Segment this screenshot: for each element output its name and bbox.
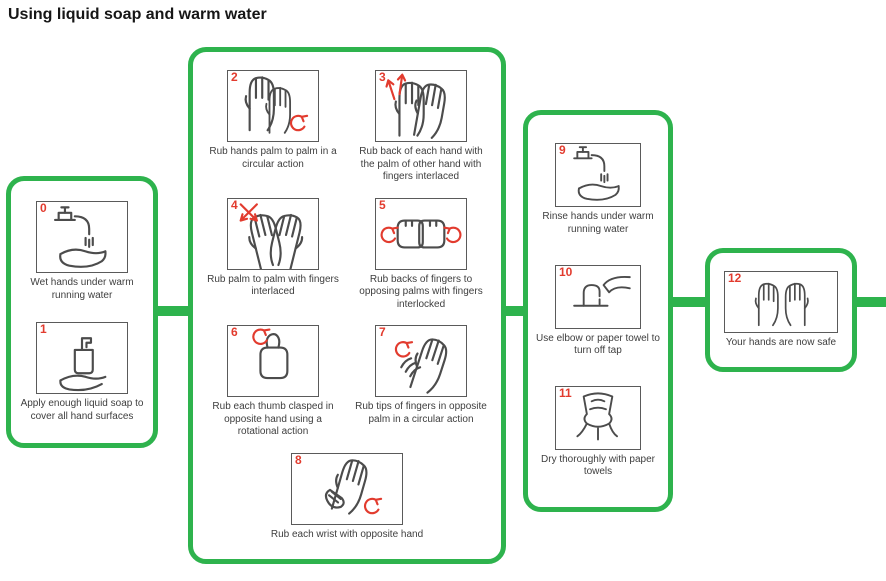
wash-row-4: 8 Rub each wrist with opposite hand (193, 452, 501, 542)
step-number: 7 (379, 325, 386, 339)
step-caption: Rub each wrist with opposite hand (270, 528, 424, 540)
step-6-figure: 6 (227, 325, 319, 397)
step-0-figure: 0 (36, 201, 128, 273)
step-number: 5 (379, 197, 386, 212)
step-number: 11 (559, 385, 572, 400)
panel-prepare: 0 Wet hands under warm running water 1 (6, 176, 158, 448)
rinse-hands-icon (573, 146, 620, 201)
rub-palms-icon (244, 76, 309, 134)
step-4-figure: 4 (227, 197, 319, 271)
wash-row-3: 6 Rub each thumb clasped in opposite han… (193, 325, 501, 439)
connector-prep-wash (152, 306, 192, 316)
step-11-figure: 11 (555, 385, 641, 450)
step-caption: Rub backs of fingers to opposing palms w… (359, 273, 483, 310)
panel-rinse-dry: 9 Rinse hands under warm running water 1… (523, 110, 673, 512)
step-11: 11 Dry thoroughly with paper towels (535, 385, 661, 479)
step-caption: Use elbow or paper towel to turn off tap (536, 332, 660, 357)
step-caption: Rub each thumb clasped in opposite hand … (212, 401, 334, 437)
step-caption: Your hands are now safe (725, 336, 837, 348)
wash-row-1: 2 Rub hands palm to palm in a circular a… (193, 70, 501, 184)
back-of-hands-icon (383, 73, 449, 141)
step-2: 2 Rub hands palm to palm in a circular a… (205, 70, 341, 171)
step-number: 10 (559, 264, 573, 279)
step-7: 7 Rub tips of fingers in opposite palm i… (353, 325, 489, 426)
step-9-figure: 9 (555, 143, 641, 208)
panel-done: 12 Your hands are now safe (705, 248, 857, 372)
wash-row-2: 4 Rub palm to palm with fingers interlac… (193, 197, 501, 312)
step-12-figure: 12 (724, 270, 838, 333)
step-0: 0 Wet hands under warm running water (15, 201, 149, 302)
step-3-figure: 3 (375, 70, 467, 142)
step-number: 0 (40, 201, 47, 215)
fingers-interlaced-icon (239, 202, 309, 271)
step-number: 9 (559, 143, 566, 158)
step-1-figure: 1 (36, 322, 128, 394)
step-10: 10 Use elbow or paper towel to turn off … (535, 264, 661, 358)
step-2-figure: 2 (227, 70, 319, 142)
wrist-rub-icon (324, 454, 383, 516)
step-5-figure: 5 (375, 197, 467, 270)
connector-rinse-done (669, 297, 709, 307)
step-caption: Wet hands under warm running water (30, 277, 134, 301)
step-number: 2 (231, 70, 238, 84)
step-caption: Dry thoroughly with paper towels (541, 453, 655, 478)
step-3: 3 Rub back of each hand with the palm of… (353, 70, 489, 184)
connector-done-edge (853, 297, 886, 307)
step-9: 9 Rinse hands under warm running water (535, 143, 661, 236)
step-caption: Rub hands palm to palm in a circular act… (209, 146, 337, 170)
soap-dispenser-icon (59, 337, 107, 392)
thumb-rub-icon (252, 328, 289, 380)
step-number: 1 (40, 322, 47, 336)
elbow-tap-icon (573, 275, 631, 307)
step-caption: Rub palm to palm with fingers interlaced (207, 273, 339, 298)
fingertips-icon (394, 334, 451, 396)
step-7-figure: 7 (375, 325, 467, 397)
step-caption: Rub back of each hand with the palm of o… (359, 146, 483, 182)
step-caption: Rinse hands under warm running water (542, 211, 654, 235)
wet-hands-icon (54, 206, 107, 268)
page-title: Using liquid soap and warm water (8, 6, 267, 23)
connector-wash-rinse (500, 306, 527, 316)
step-8: 8 Rub each wrist with opposite hand (232, 452, 462, 542)
step-10-figure: 10 (555, 264, 641, 329)
step-1: 1 Apply enough liquid soap to cover all … (15, 322, 149, 423)
step-caption: Apply enough liquid soap to cover all ha… (20, 398, 144, 422)
step-5: 5 Rub backs of fingers to opposing palms… (353, 197, 489, 312)
step-caption: Rub tips of fingers in opposite palm in … (355, 401, 487, 425)
step-12: 12 Your hands are now safe (711, 270, 851, 350)
step-8-figure: 8 (291, 452, 403, 525)
step-4: 4 Rub palm to palm with fingers interlac… (205, 197, 341, 299)
step-number: 6 (231, 325, 238, 339)
step-number: 4 (231, 197, 238, 212)
step-number: 8 (295, 452, 302, 467)
step-number: 3 (379, 70, 386, 84)
fingers-interlocked-icon (380, 218, 462, 249)
step-6: 6 Rub each thumb clasped in opposite han… (205, 325, 341, 439)
dry-hands-icon (576, 392, 619, 441)
safe-hands-icon (754, 282, 809, 326)
panel-wash: 2 Rub hands palm to palm in a circular a… (188, 47, 506, 564)
step-number: 12 (728, 270, 742, 285)
